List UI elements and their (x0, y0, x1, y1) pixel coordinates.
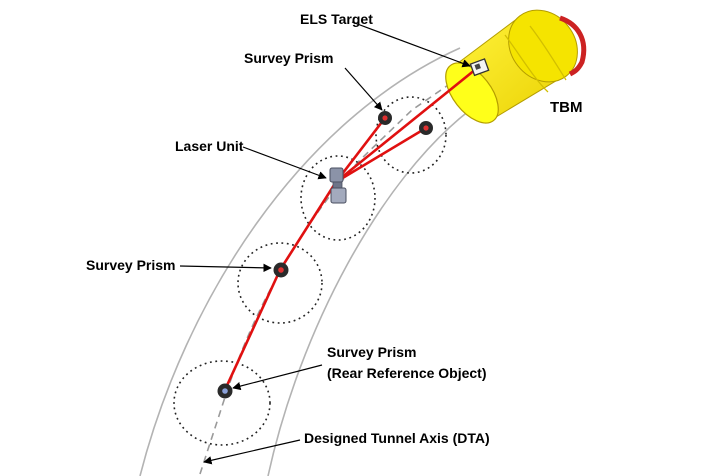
survey-prism-top-right (419, 121, 433, 135)
laser-unit-circle (300, 155, 376, 241)
laser-unit (329, 167, 347, 204)
prism-circle-rear (173, 360, 271, 446)
leader-arrows (179, 21, 471, 465)
survey-prism-mid-label: Survey Prism (86, 257, 176, 273)
tbm-label: TBM (550, 99, 583, 116)
tunnel-wall-right (267, 109, 471, 476)
survey-prism-rear (217, 383, 233, 399)
survey-prism-mid (273, 262, 289, 278)
dta-label: Designed Tunnel Axis (DTA) (304, 430, 490, 446)
prism-circle-mid (237, 242, 323, 324)
survey-prism-top-label: Survey Prism (244, 50, 334, 66)
els-target-label: ELS Target (300, 11, 373, 27)
els-target (469, 58, 490, 77)
survey-prism-top-left (378, 111, 392, 125)
survey-prism-rear-label-line1: Survey Prism (327, 344, 417, 360)
tunnel-wall-left (139, 47, 461, 476)
survey-prism-rear-label-line2: (Rear Reference Object) (327, 365, 487, 381)
laser-beams (222, 67, 477, 393)
prism-circle-top (375, 96, 447, 174)
laser-unit-label: Laser Unit (175, 138, 244, 154)
tbm-machine (445, 9, 587, 124)
tbm-rear-face (445, 62, 499, 124)
